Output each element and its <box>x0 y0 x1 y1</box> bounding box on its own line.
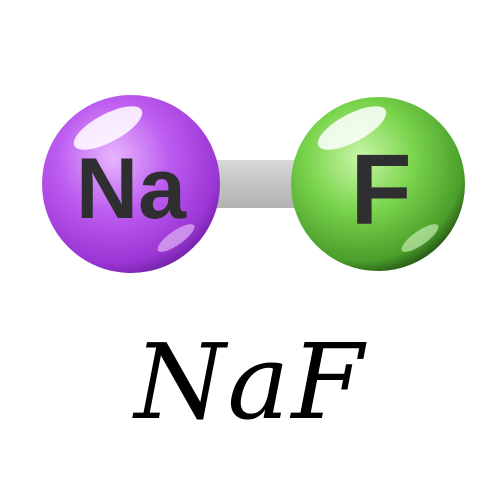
sodium-lower-highlight <box>157 224 195 252</box>
fluorine-symbol: F <box>350 134 411 246</box>
sodium-atom: Na <box>42 95 220 273</box>
sodium-symbol: Na <box>76 141 187 237</box>
fluorine-highlight <box>317 106 387 150</box>
sodium-highlight <box>73 106 143 150</box>
molecule-model: Na F <box>42 95 465 273</box>
chemical-formula: NaF <box>134 321 366 443</box>
fluorine-lower-highlight <box>401 224 439 252</box>
fluorine-atom: F <box>291 97 465 271</box>
